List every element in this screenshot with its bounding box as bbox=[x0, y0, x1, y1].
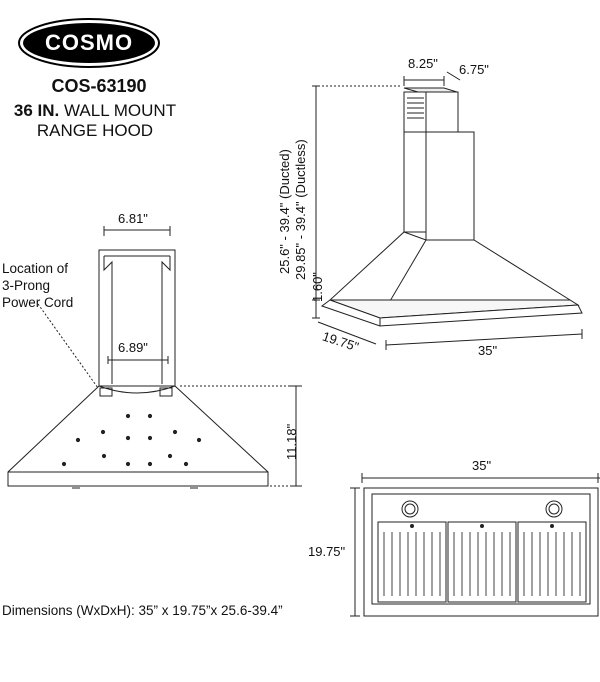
bottom-view-drawing bbox=[350, 473, 600, 617]
chimney-bottom-width-label: 6.89" bbox=[118, 340, 148, 355]
note-line: 3-Prong bbox=[2, 278, 51, 293]
chimney-depth-label: 6.75" bbox=[459, 62, 489, 77]
height-ductless-label: 29.85" - 39.4" (Ductless) bbox=[293, 139, 308, 280]
brand-logo: COSMO bbox=[44, 30, 134, 55]
note-line: Location of bbox=[2, 261, 69, 276]
power-cord-note: Location of 3-Prong Power Cord bbox=[2, 260, 73, 311]
side-width-label: 35" bbox=[478, 343, 498, 358]
bottom-depth-label: 19.75" bbox=[308, 544, 346, 559]
chimney-top-width-label: 6.81" bbox=[118, 211, 148, 226]
product-type-line1: WALL MOUNT bbox=[64, 101, 177, 120]
note-line: Power Cord bbox=[2, 295, 74, 310]
canopy-height-label: 11.18" bbox=[284, 423, 299, 460]
bottom-width-label: 35" bbox=[472, 458, 492, 473]
height-ducted-label: 25.6" - 39.4" (Ducted) bbox=[277, 149, 292, 274]
product-size: 36 IN. bbox=[13, 101, 60, 120]
dimensions-footer: Dimensions (WxDxH): 35” x 19.75”x 25.6-3… bbox=[2, 603, 283, 618]
product-size-line: 36 IN. WALL MOUNT bbox=[10, 101, 180, 121]
model-number: COS-63190 bbox=[51, 76, 147, 96]
side-view-drawing bbox=[312, 71, 583, 350]
base-height-label: 1.60" bbox=[310, 272, 325, 302]
front-view-drawing bbox=[7, 226, 302, 489]
product-type-line2: RANGE HOOD bbox=[36, 121, 154, 140]
chimney-width-label: 8.25" bbox=[408, 56, 438, 71]
